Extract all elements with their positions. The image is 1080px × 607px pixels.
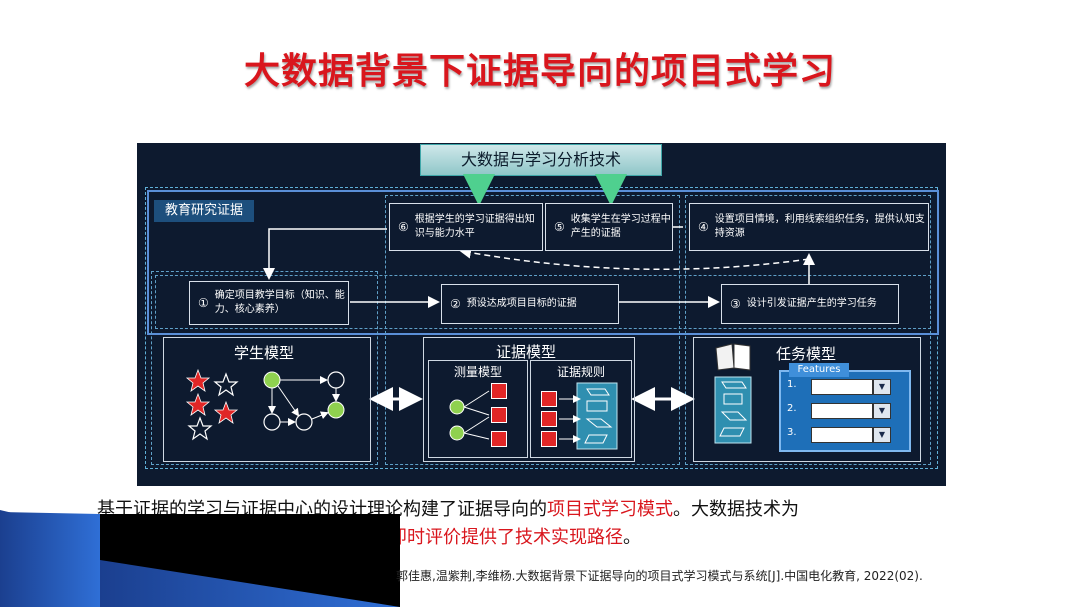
step-4-box: ④ 设置项目情境，利用线索组织任务，提供认知支持资源	[689, 203, 929, 251]
flow-arrows	[263, 174, 815, 411]
step-text: 确定项目教学目标（知识、能力、核心素养）	[214, 290, 345, 315]
star-icon	[213, 400, 239, 424]
research-evidence-frame	[147, 190, 939, 335]
reference-citation: 郭佳惠,温紫荆,李维杨.大数据背景下证据导向的项目式学习模式与系统[J].中国电…	[396, 569, 923, 583]
feature-field	[811, 427, 873, 443]
measurement-model-title: 测量模型	[453, 365, 502, 379]
observable-square	[491, 383, 507, 399]
feature-row: 1. ▼	[787, 378, 905, 396]
edu-research-evidence-label: 教育研究证据	[154, 200, 254, 222]
star-icon	[187, 416, 213, 441]
step-6-box: ⑥ 根据学生的学习证据得出知识与能力水平	[389, 203, 543, 251]
caption-text: 。大数据技术为	[673, 499, 799, 520]
feature-row-number: 2.	[787, 403, 797, 414]
task-flow-icon	[714, 376, 752, 444]
observable-square	[541, 411, 557, 427]
evidence-model-panel: 证据模型 测量模型 证据规则	[423, 337, 635, 462]
feature-field	[811, 403, 873, 419]
slide-caption: 基于证据的学习与证据中心的设计理论构建了证据导向的项目式学习模式。大数据技术为 …	[97, 496, 997, 552]
step-number: ④	[698, 220, 709, 234]
step-2-box: ② 预设达成项目目标的证据	[441, 284, 619, 324]
evidence-oriented-pbl-diagram: 教育研究证据 大数据与学习分析技术 ⑥ 根据	[137, 143, 946, 486]
step-5-box: ⑤ 收集学生在学习过程中产生的证据	[545, 203, 673, 251]
evidence-model-title: 证据模型	[496, 343, 557, 361]
observable-square	[541, 391, 557, 407]
row-frame-middle	[155, 275, 931, 329]
dropdown-arrow-icon: ▼	[873, 427, 891, 443]
measurement-model-graphic	[449, 390, 490, 441]
step-number: ⑤	[554, 220, 565, 234]
evidence-rule-graphic	[559, 382, 618, 450]
caption-highlight: 项目式学习模式	[547, 499, 673, 520]
measurement-model-box: 测量模型	[428, 360, 528, 458]
step-1-box: ① 确定项目教学目标（知识、能力、核心素养）	[189, 281, 349, 325]
feature-field	[811, 379, 873, 395]
student-model-panel: 学生模型	[163, 337, 371, 462]
evidence-rule-box: 证据规则	[530, 360, 632, 458]
observable-square	[491, 431, 507, 447]
step-text: 设计引发证据产生的学习任务	[746, 298, 877, 309]
evidence-rule-title: 证据规则	[556, 365, 605, 379]
star-icon	[185, 368, 211, 392]
feature-row: 2. ▼	[787, 402, 905, 420]
features-label: Features	[789, 363, 849, 377]
observable-square	[541, 431, 557, 447]
student-model-graphic	[185, 368, 345, 441]
dropdown-arrow-icon: ▼	[873, 403, 891, 419]
caption-highlight: 过程性数据的收集与即时评价提供了技术实现路径	[227, 527, 623, 548]
caption-text: 项目式	[97, 527, 151, 548]
student-model-title: 学生模型	[234, 344, 295, 362]
feature-row: 3. ▼	[787, 426, 905, 444]
step-number: ③	[730, 297, 741, 311]
column-frame-right	[685, 195, 931, 465]
step-number: ⑥	[398, 220, 409, 234]
step-text: 设置项目情境，利用线索组织任务，提供认知支持资源	[714, 214, 925, 239]
step-text: 根据学生的学习证据得出知识与能力水平	[414, 214, 535, 239]
big-data-tech-header: 大数据与学习分析技术	[420, 144, 662, 176]
column-frame-middle	[385, 195, 680, 465]
step-number: ①	[198, 296, 209, 310]
step-3-box: ③ 设计引发证据产生的学习任务	[721, 284, 899, 324]
feature-row-number: 3.	[787, 427, 797, 438]
step-number: ②	[450, 297, 461, 311]
feature-row-number: 1.	[787, 379, 797, 390]
task-model-title: 任务模型	[776, 345, 837, 363]
book-icon	[715, 343, 751, 371]
features-form: Features 1. ▼ 2. ▼ 3. ▼	[779, 363, 911, 452]
task-model-panel: 任务模型 Features 1. ▼ 2. ▼ 3.	[693, 337, 921, 462]
caption-text: 基于证据的学习与证据中心的设计理论构建了证据导向的	[97, 499, 547, 520]
step-text: 预设达成项目目标的证据	[466, 298, 577, 309]
slide-title: 大数据背景下证据导向的项目式学习	[243, 51, 836, 92]
dropdown-arrow-icon: ▼	[873, 379, 891, 395]
step-text: 收集学生在学习过程中产生的证据	[570, 214, 671, 239]
star-icon	[185, 392, 211, 416]
caption-text: 。	[623, 527, 641, 548]
star-icon	[213, 372, 239, 397]
observable-square	[491, 407, 507, 423]
